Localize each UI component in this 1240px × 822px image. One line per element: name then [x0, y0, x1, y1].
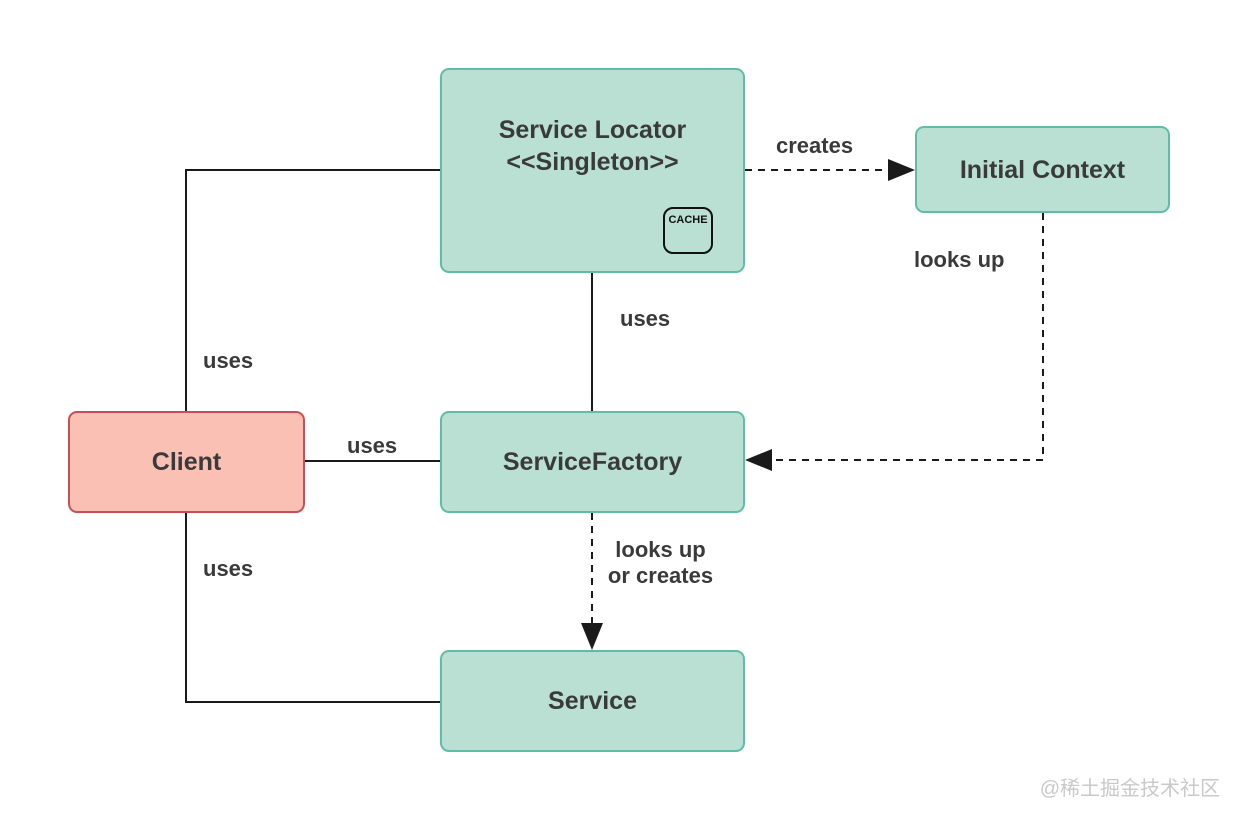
service-factory-label: ServiceFactory — [502, 448, 683, 476]
cache-badge-label: CACHE — [668, 214, 708, 226]
edge-initial-context-to-service-factory — [772, 213, 1044, 461]
service-locator-name: Service Locator — [498, 116, 687, 144]
arrowhead-creates-icon — [888, 159, 915, 181]
edge-label-locator-uses-factory: uses — [620, 306, 671, 331]
node-service-factory: ServiceFactory — [440, 411, 745, 513]
edge-label-creates: creates — [776, 133, 854, 158]
watermark: @稀土掘金技术社区 — [1039, 778, 1220, 800]
service-label: Service — [548, 687, 637, 715]
client-label: Client — [151, 448, 222, 476]
cache-badge: CACHE — [663, 207, 713, 254]
service-locator-stereotype: <<Singleton>> — [506, 148, 679, 176]
edge-label-looks-up-or-creates-line1: looks up — [615, 537, 706, 562]
edge-label-client-uses-factory: uses — [347, 433, 398, 458]
edge-label-looks-up: looks up — [914, 247, 1005, 272]
arrowhead-looks-up-or-creates-icon — [581, 623, 603, 650]
service-locator-title: Service Locator <<Singleton>> — [499, 70, 687, 178]
node-client: Client — [68, 411, 305, 513]
edge-label-client-uses-locator: uses — [203, 348, 254, 373]
node-service: Service — [440, 650, 745, 752]
arrowhead-looks-up-icon — [745, 449, 772, 471]
edge-client-to-service-locator — [185, 169, 440, 411]
edge-label-looks-up-or-creates-line2: or creates — [607, 563, 714, 588]
edge-label-client-uses-service: uses — [203, 556, 254, 581]
node-service-locator: Service Locator <<Singleton>> CACHE — [440, 68, 745, 273]
node-initial-context: Initial Context — [915, 126, 1170, 213]
initial-context-label: Initial Context — [959, 155, 1126, 184]
edge-label-looks-up-or-creates: looks up or creates — [603, 537, 718, 589]
edge-client-to-service — [185, 513, 440, 703]
